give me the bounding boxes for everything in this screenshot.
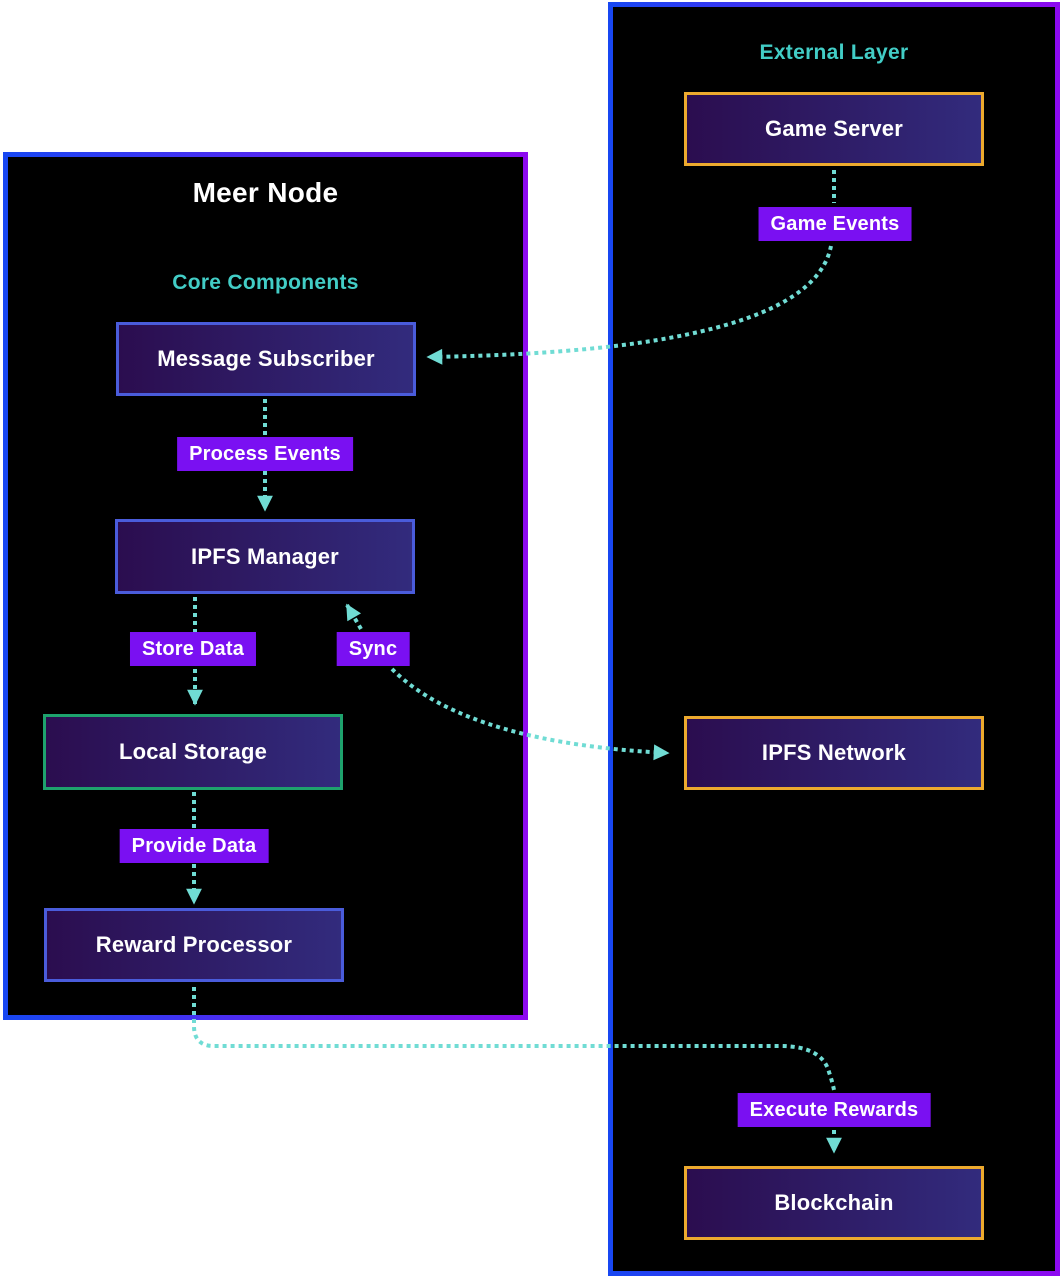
core-components-heading: Core Components xyxy=(172,271,359,294)
node-ipfs-network: IPFS Network xyxy=(684,716,984,790)
node-blockchain: Blockchain xyxy=(684,1166,984,1240)
edge-label-provide-data: Provide Data xyxy=(119,829,269,863)
node-local-storage: Local Storage xyxy=(43,714,343,790)
edge-label-process-events: Process Events xyxy=(177,437,353,471)
node-game-server: Game Server xyxy=(684,92,984,166)
edge-label-execute-rewards: Execute Rewards xyxy=(737,1093,931,1127)
node-reward-processor: Reward Processor xyxy=(44,908,344,982)
meer-node-title: Meer Node xyxy=(192,177,339,208)
container-external-layer: External Layer xyxy=(608,2,1060,1276)
node-ipfs-manager: IPFS Manager xyxy=(115,519,415,594)
node-message-subscriber: Message Subscriber xyxy=(116,322,416,396)
external-layer-title: External Layer xyxy=(759,41,909,64)
edge-label-store-data: Store Data xyxy=(129,632,257,666)
edge-label-game-events: Game Events xyxy=(758,207,912,241)
edge-label-sync: Sync xyxy=(336,632,410,666)
